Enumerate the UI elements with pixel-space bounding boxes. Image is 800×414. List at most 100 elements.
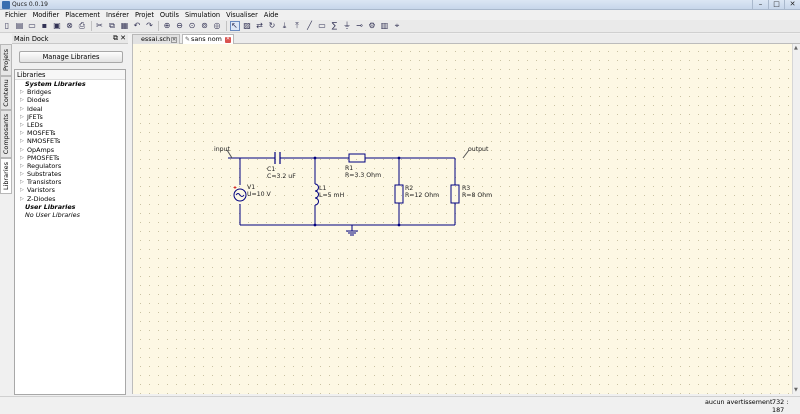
- tab-sans-nom[interactable]: ✎ sans nom ✕: [182, 34, 234, 44]
- expand-arrow-icon[interactable]: ▷: [20, 138, 24, 145]
- manage-libraries-button[interactable]: Manage Libraries: [19, 51, 123, 63]
- expand-arrow-icon[interactable]: ▷: [20, 195, 24, 202]
- zoom-one-icon[interactable]: ◎: [213, 21, 221, 30]
- resistor-r1[interactable]: [348, 153, 366, 163]
- expand-arrow-icon[interactable]: ▷: [20, 146, 24, 153]
- library-label: Ideal: [27, 104, 43, 113]
- r1-value: R=3.3 Ohm: [345, 172, 381, 179]
- resistor-r2[interactable]: [394, 184, 404, 204]
- tab-libraries[interactable]: Libraries: [0, 158, 12, 194]
- new-icon[interactable]: ▯: [4, 21, 10, 30]
- expand-arrow-icon[interactable]: ▷: [20, 171, 24, 178]
- expand-arrow-icon[interactable]: ▷: [20, 105, 24, 112]
- maximize-button[interactable]: □: [768, 0, 784, 10]
- library-item[interactable]: ▷MOSFETs: [15, 129, 125, 137]
- tab-essai-sch[interactable]: essai.sch ✕: [132, 34, 180, 44]
- dock-float-icon[interactable]: ⧉: [113, 34, 118, 42]
- new-text-icon[interactable]: ▤: [15, 21, 24, 30]
- cut-icon[interactable]: ✂: [96, 21, 103, 30]
- library-item[interactable]: ▷NMOSFETs: [15, 137, 125, 145]
- close-icon[interactable]: ⊗: [66, 21, 73, 30]
- paste-icon[interactable]: ▦: [120, 21, 129, 30]
- tab-contenu[interactable]: Contenu: [0, 76, 12, 110]
- expand-arrow-icon[interactable]: ▷: [20, 179, 24, 186]
- zoom-in-icon[interactable]: ⊕: [163, 21, 171, 30]
- library-item[interactable]: ▷LEDs: [15, 121, 125, 129]
- close-window-button[interactable]: ✕: [784, 0, 800, 10]
- inductor-l1[interactable]: [314, 183, 319, 206]
- menu-outils[interactable]: Outils: [159, 11, 179, 19]
- expand-arrow-icon[interactable]: ▷: [20, 130, 24, 137]
- menu-modifier[interactable]: Modifier: [32, 11, 60, 19]
- resistor-r3[interactable]: [450, 184, 460, 204]
- ground-icon[interactable]: ⏚: [343, 21, 351, 30]
- expand-arrow-icon[interactable]: ▷: [20, 121, 24, 128]
- library-group[interactable]: User Libraries: [15, 203, 125, 211]
- tab-close-icon[interactable]: ✕: [225, 36, 231, 43]
- input-label[interactable]: input: [214, 146, 230, 153]
- menu-simulation[interactable]: Simulation: [184, 11, 221, 19]
- expand-arrow-icon[interactable]: ▷: [20, 162, 24, 169]
- rotate-icon[interactable]: ↻: [268, 21, 276, 30]
- save-icon[interactable]: ▪: [41, 21, 48, 30]
- library-item[interactable]: ▷Transistors: [15, 178, 125, 186]
- enter-icon[interactable]: ⤓: [282, 21, 287, 30]
- library-item[interactable]: ▷Ideal: [15, 105, 125, 113]
- marker-icon[interactable]: ⌖: [394, 21, 400, 30]
- output-label[interactable]: output: [468, 146, 489, 153]
- wire-icon[interactable]: ╱: [307, 21, 312, 30]
- scroll-up-icon[interactable]: ▲: [794, 45, 798, 51]
- voltage-source-v1[interactable]: [233, 186, 247, 202]
- menu-aide[interactable]: Aide: [263, 11, 279, 19]
- tab-close-icon[interactable]: ✕: [171, 37, 177, 43]
- undo-icon[interactable]: ↶: [133, 21, 141, 30]
- minimize-button[interactable]: –: [752, 0, 768, 10]
- save-all-icon[interactable]: ▣: [53, 21, 61, 30]
- expand-arrow-icon[interactable]: ▷: [20, 187, 24, 194]
- redo-icon[interactable]: ↷: [146, 21, 153, 30]
- expand-arrow-icon[interactable]: ▷: [20, 154, 24, 161]
- library-item[interactable]: ▷PMOSFETs: [15, 154, 125, 162]
- equation-icon[interactable]: ∑: [331, 21, 338, 30]
- tab-composants[interactable]: Composants: [0, 110, 12, 158]
- schematic-canvas[interactable]: input output C1 C=3.2 uF R1 R=3.3 Ohm: [132, 44, 792, 394]
- menu-projet[interactable]: Projet: [134, 11, 154, 19]
- expand-arrow-icon[interactable]: ▷: [20, 97, 24, 104]
- leave-icon[interactable]: ⤒: [295, 21, 299, 30]
- print-icon[interactable]: ⎙: [78, 21, 86, 30]
- port-icon[interactable]: ⊸: [356, 21, 363, 30]
- library-group[interactable]: System Libraries: [15, 80, 125, 88]
- library-item[interactable]: ▷Varistors: [15, 186, 125, 194]
- expand-arrow-icon[interactable]: ▷: [20, 89, 24, 96]
- capacitor-c1[interactable]: [271, 152, 284, 164]
- menu-placement[interactable]: Placement: [65, 11, 101, 19]
- library-item[interactable]: ▷Regulators: [15, 162, 125, 170]
- library-item[interactable]: ▷Substrates: [15, 170, 125, 178]
- library-item[interactable]: ▷Z-Diodes: [15, 195, 125, 203]
- mirror-icon[interactable]: ⇄: [256, 21, 263, 30]
- library-item[interactable]: ▷JFETs: [15, 113, 125, 121]
- delete-icon[interactable]: ▨: [243, 21, 251, 30]
- label-icon[interactable]: ▭: [318, 21, 326, 30]
- ground-symbol[interactable]: [346, 230, 358, 236]
- open-icon[interactable]: ▭: [28, 21, 36, 30]
- tab-projets[interactable]: Projets: [0, 44, 12, 76]
- dpl-icon[interactable]: ▥: [380, 21, 389, 30]
- library-item[interactable]: ▷OpAmps: [15, 146, 125, 154]
- menu-inserer[interactable]: Insérer: [106, 11, 129, 19]
- expand-arrow-icon[interactable]: ▷: [20, 113, 24, 120]
- menu-fichier[interactable]: Fichier: [5, 11, 27, 19]
- vertical-scrollbar[interactable]: ▲ ▼: [792, 44, 800, 394]
- zoom-out-icon[interactable]: ⊖: [176, 21, 183, 30]
- title-bar: Qucs 0.0.19 – □ ✕: [0, 0, 800, 10]
- library-item[interactable]: ▷Bridges: [15, 88, 125, 96]
- zoom-select-icon[interactable]: ⊚: [201, 21, 208, 30]
- dock-close-icon[interactable]: ✕: [120, 34, 126, 42]
- simulate-icon[interactable]: ⚙: [368, 21, 376, 30]
- select-icon[interactable]: ↖: [229, 21, 240, 31]
- zoom-fit-icon[interactable]: ⊙: [188, 21, 196, 30]
- menu-visualiser[interactable]: Visualiser: [226, 11, 258, 19]
- library-item[interactable]: ▷Diodes: [15, 96, 125, 104]
- scroll-down-icon[interactable]: ▼: [794, 387, 798, 393]
- copy-icon[interactable]: ⧉: [109, 21, 115, 30]
